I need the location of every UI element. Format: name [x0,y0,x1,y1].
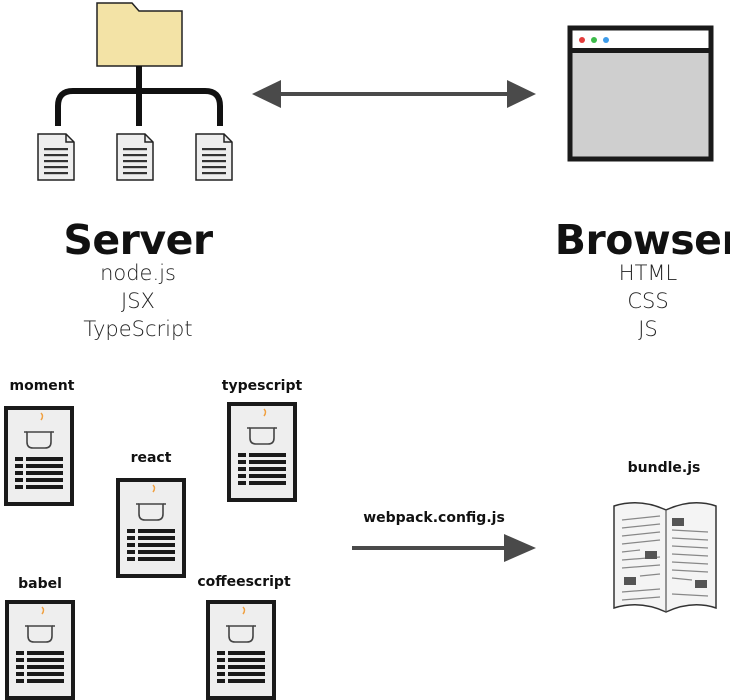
package-card-typescript [227,402,297,502]
browser-title: Browser [554,216,730,264]
file-tree-connector [55,66,223,126]
bundle-newspaper-icon [613,502,717,613]
server-tech-item: JSX [121,289,155,313]
package-label: moment [9,378,75,394]
bidirectional-arrow [252,80,536,108]
package-label: typescript [221,378,303,394]
build-arrow [352,534,536,562]
bundle-label: bundle.js [627,460,701,476]
browser-tech-item: CSS [627,289,669,313]
source-file-icon [116,133,154,181]
browser-window-icon [567,25,714,162]
server-title: Server [63,216,213,264]
browser-tech-item: HTML [618,261,678,285]
server-tech-item: node.js [100,261,176,285]
browser-tech-item: JS [638,317,658,341]
source-file-icon [37,133,75,181]
source-file-icon [195,133,233,181]
package-label: coffeescript [197,574,291,590]
folder-icon [96,2,183,67]
package-card-react [116,478,186,578]
package-card-moment [4,406,74,506]
webpack-config-label: webpack.config.js [363,510,505,526]
server-tech-item: TypeScript [83,317,193,341]
package-card-coffeescript [206,600,276,700]
package-card-babel [5,600,75,700]
package-label: babel [18,576,62,592]
package-label: react [130,450,172,466]
